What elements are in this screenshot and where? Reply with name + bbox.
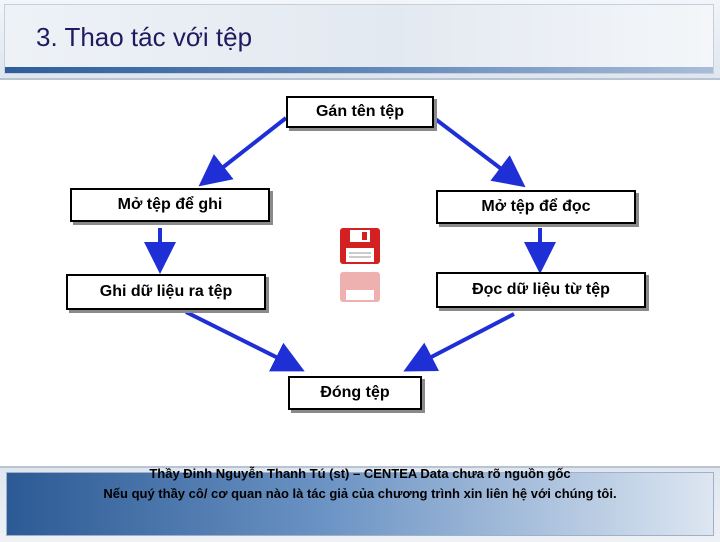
node-write-data: Ghi dữ liệu ra tệp <box>66 274 266 310</box>
node-open-for-write: Mở tệp để ghi <box>70 188 270 222</box>
node-open-for-read: Mở tệp để đọc <box>436 190 636 224</box>
title-bar: 3. Thao tác với tệp <box>0 0 720 80</box>
title-accent-line <box>5 67 713 73</box>
title-panel <box>4 4 714 74</box>
footer-credit-line: Thầy Đinh Nguyễn Thanh Tú (st) – CENTEA … <box>149 466 571 481</box>
slide-title: 3. Thao tác với tệp <box>36 22 253 52</box>
floppy-disk-icon <box>340 228 380 302</box>
arrow-name-to-open-write <box>198 116 288 187</box>
arrow-read-data-to-close <box>403 312 515 372</box>
node-close-file: Đóng tệp <box>288 376 422 410</box>
footer-panel <box>6 472 714 536</box>
arrow-write-data-to-close <box>185 310 305 372</box>
node-read-data: Đọc dữ liệu từ tệp <box>436 272 646 308</box>
footer-bar <box>0 466 720 542</box>
arrow-name-to-open-read <box>432 116 526 188</box>
node-name-file: Gán tên tệp <box>286 96 434 128</box>
footer-contact-line: Nếu quý thầy cô/ cơ quan nào là tác giả … <box>103 486 617 501</box>
